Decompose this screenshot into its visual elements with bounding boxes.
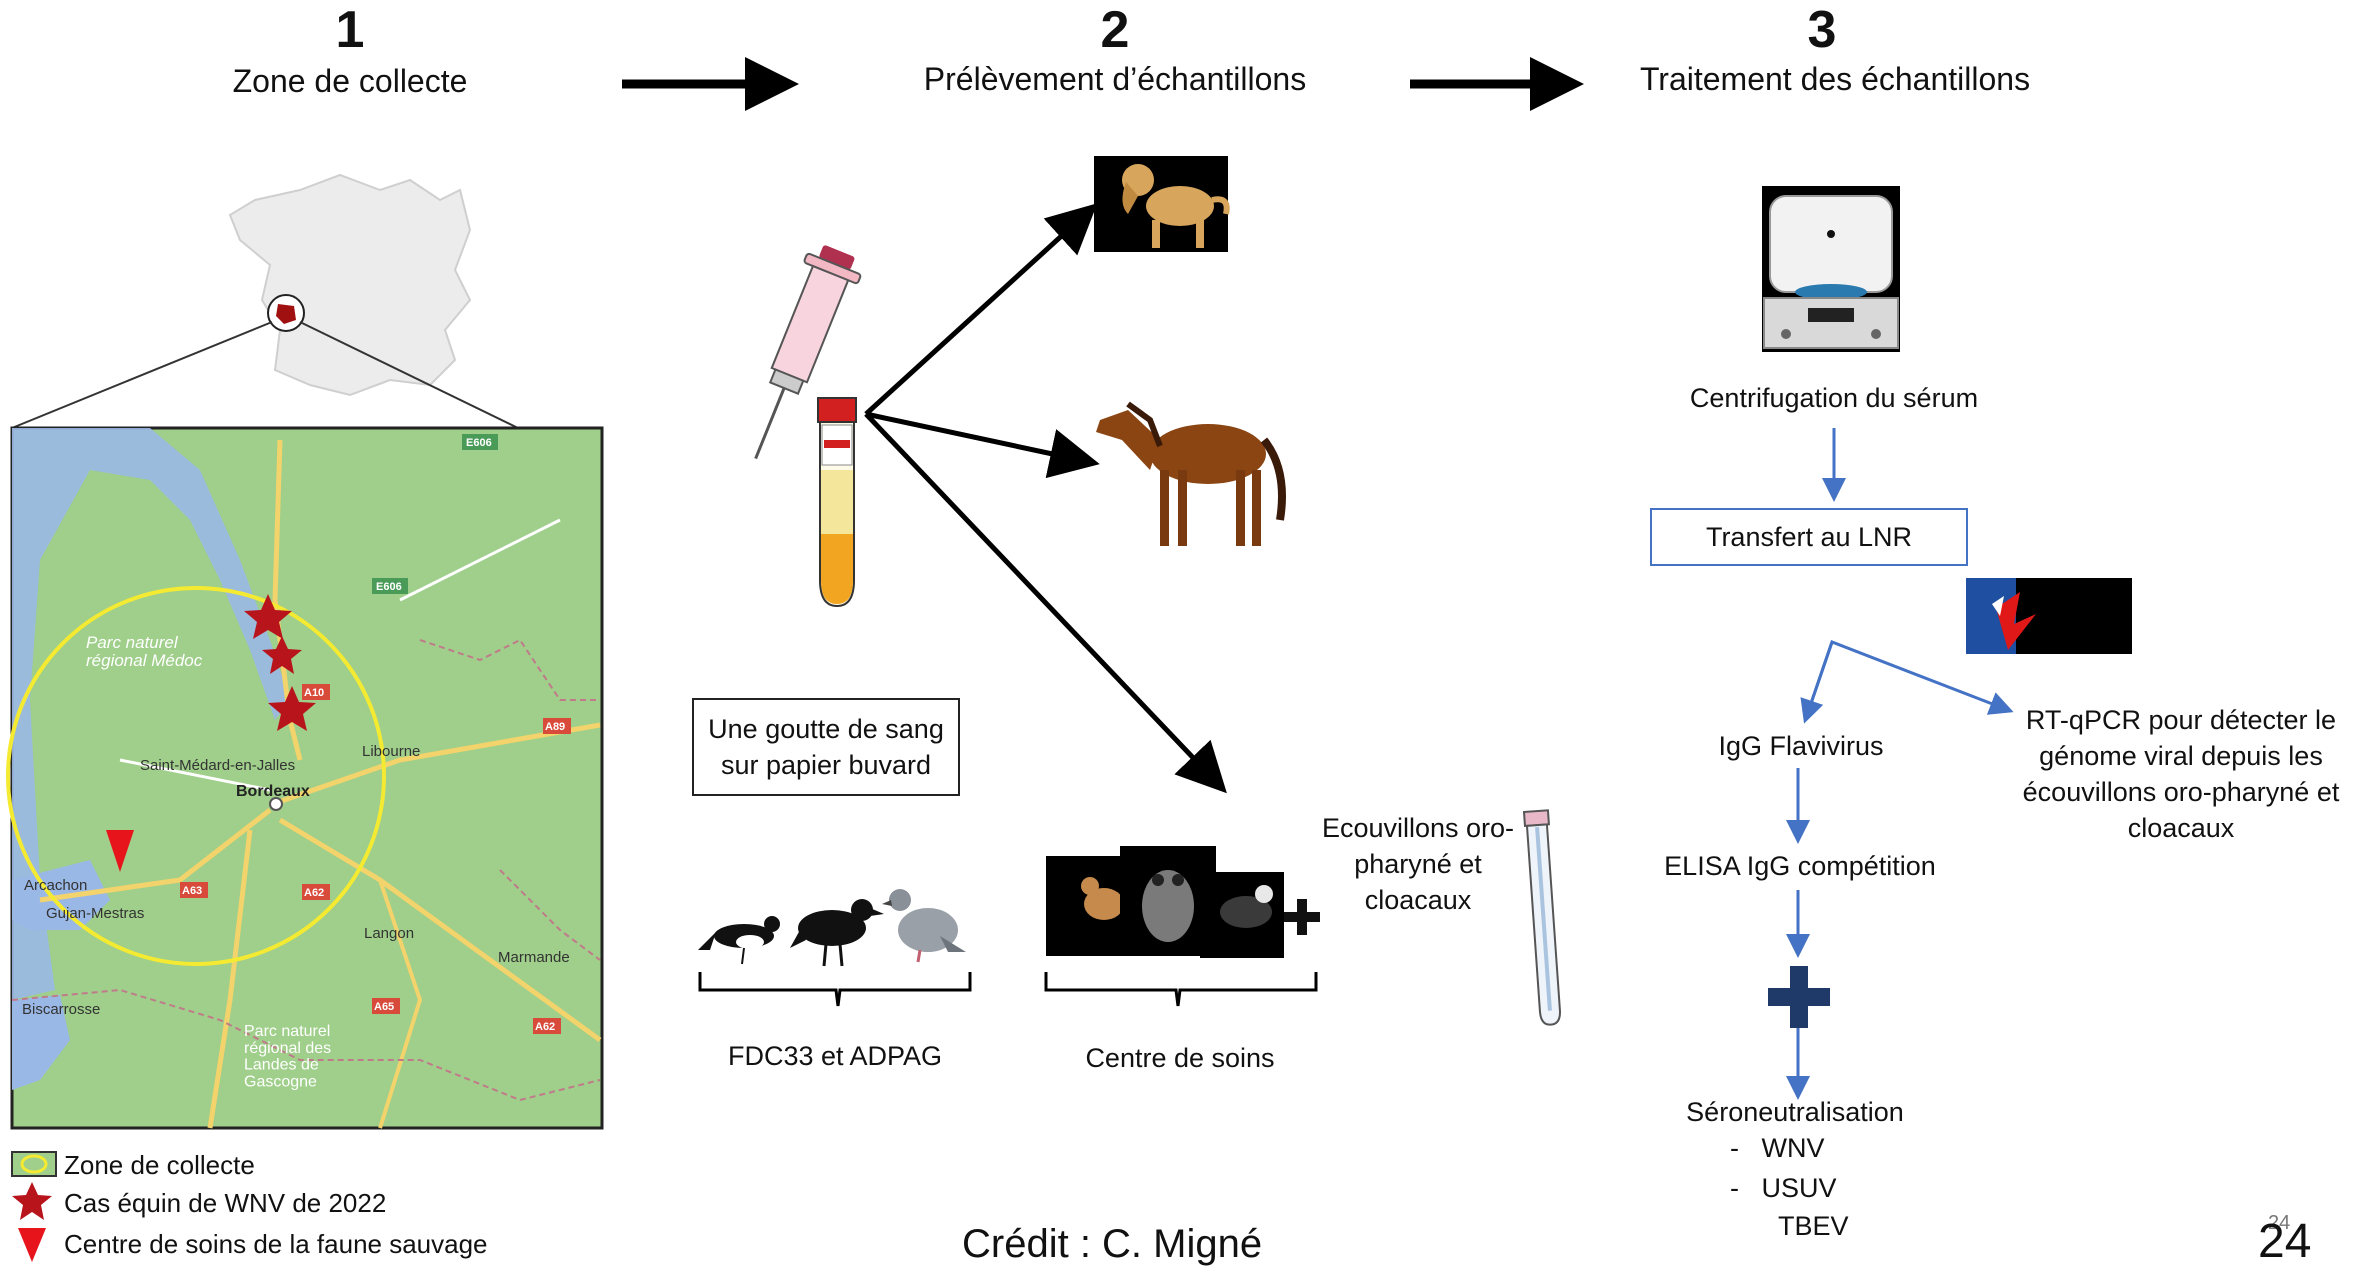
- virus-item-usuv: - USUV: [1730, 1173, 1837, 1203]
- pigeon-icon: [882, 889, 966, 963]
- map-label-langon: Langon: [364, 925, 414, 942]
- seroneutralisation-label: Séroneutralisation: [1686, 1097, 1904, 1127]
- magpie-icon: [698, 916, 780, 965]
- legend-marker-icon: [18, 1228, 46, 1262]
- horse-icon: [1096, 401, 1286, 546]
- swabs-label: Ecouvillons oro-pharyné et cloacaux: [1321, 813, 1515, 915]
- virus-tbev: TBEV: [1778, 1211, 1849, 1241]
- road-shield-label: A89: [545, 721, 565, 733]
- virus-wnv: WNV: [1761, 1133, 1825, 1163]
- dog-icon: [1094, 156, 1230, 252]
- syringe-icon: [754, 245, 862, 460]
- zoom-line-right: [299, 321, 519, 429]
- road-shield-label: A62: [304, 887, 324, 899]
- centrifuge-icon: [1762, 186, 1900, 352]
- care-center-marker: [106, 830, 134, 872]
- virus-item-tbev: TBEV: [1778, 1208, 1898, 1244]
- crow-icon: [790, 899, 884, 967]
- elisa-label: ELISA IgG compétition: [1664, 851, 1936, 881]
- arrow-to-birds: [864, 412, 1227, 794]
- care-center-label: Centre de soins: [1085, 1043, 1275, 1073]
- road-shield-label: E606: [376, 581, 402, 593]
- brace-fdc: [698, 972, 972, 1007]
- care-center-birds-icon: [1046, 846, 1284, 958]
- credit: Crédit : C. Migné: [962, 1222, 1263, 1266]
- arrow-to-horse: [865, 411, 1100, 479]
- road-shield-label: A63: [182, 885, 202, 897]
- map-label-saint-medard: Saint-Médard-en-Jalles: [140, 757, 295, 774]
- case-star-3: [268, 686, 316, 731]
- road-shield-label: A10: [304, 687, 324, 699]
- road-shield-label: A65: [374, 1001, 394, 1013]
- brace-care-center: [1044, 972, 1318, 1007]
- fdc-label: FDC33 et ADPAG: [727, 1041, 943, 1071]
- road-shield-label: E606: [466, 437, 492, 449]
- collection-ring: [6, 586, 386, 966]
- map-label-biscarrosse: Biscarrosse: [22, 1001, 100, 1018]
- lnr-logo: [1966, 578, 2132, 654]
- blood-tube-icon: [817, 397, 857, 608]
- map-label-marmande: Marmande: [498, 949, 570, 966]
- plus-icon-processing: [1768, 966, 1830, 1028]
- step-3-title: Traitement des échantillons: [1639, 61, 2031, 97]
- map-label-gujan: Gujan-Mestras: [46, 905, 144, 922]
- legend-center: Centre de soins de la faune sauvage: [64, 1229, 488, 1259]
- step-2-title: Prélèvement d’échantillons: [923, 61, 1307, 97]
- arrow-to-dog: [864, 203, 1098, 416]
- legend-star-icon: [12, 1182, 52, 1220]
- legend-zone-label: Zone de collecte: [64, 1150, 255, 1180]
- swab-tube-icon: [1522, 809, 1561, 1026]
- virus-usuv: USUV: [1761, 1173, 1837, 1203]
- case-star-2: [262, 636, 302, 674]
- collection-zone-map: [6, 426, 604, 1130]
- centrifugation-label: Centrifugation du sérum: [1689, 383, 1979, 413]
- blood-drop-box: Une goutte de sang sur papier buvard: [692, 698, 960, 796]
- france-map-icon: [228, 173, 472, 397]
- legend-cases-label: Cas équin de WNV de 2022: [64, 1188, 387, 1218]
- virus-item-wnv: - WNV: [1730, 1133, 1825, 1163]
- plus-icon-birds: [1284, 899, 1320, 935]
- zoom-line-left: [11, 321, 273, 429]
- page-number: 24: [2258, 1215, 2312, 1268]
- map-label-libourne: Libourne: [362, 743, 420, 760]
- page-number-small: 24: [2268, 1212, 2291, 1234]
- transfer-box: Transfert au LNR: [1650, 508, 1968, 566]
- case-star-1: [244, 594, 292, 639]
- step-1-title: Zone de collecte: [232, 63, 468, 99]
- igg-label: IgG Flavivirus: [1718, 731, 1884, 761]
- step-2-number: 2: [1100, 1, 1130, 59]
- step-3-number: 3: [1807, 1, 1837, 59]
- road-shield-label: A62: [535, 1021, 555, 1033]
- map-label-bordeaux: Bordeaux: [236, 783, 310, 800]
- step-1-number: 1: [335, 1, 365, 59]
- rtqpcr-label: RT-qPCR pour détecter le génome viral de…: [2022, 705, 2340, 843]
- legend-cases: Cas équin de WNV de 2022: [64, 1188, 386, 1218]
- map-label-arcachon: Arcachon: [24, 877, 87, 894]
- legend-ring-icon: [20, 1154, 48, 1174]
- arrow-to-igg: [1800, 641, 1834, 724]
- legend-zone: Zone de collecte: [64, 1150, 255, 1180]
- legend-center-label: Centre de soins de la faune sauvage: [64, 1229, 488, 1259]
